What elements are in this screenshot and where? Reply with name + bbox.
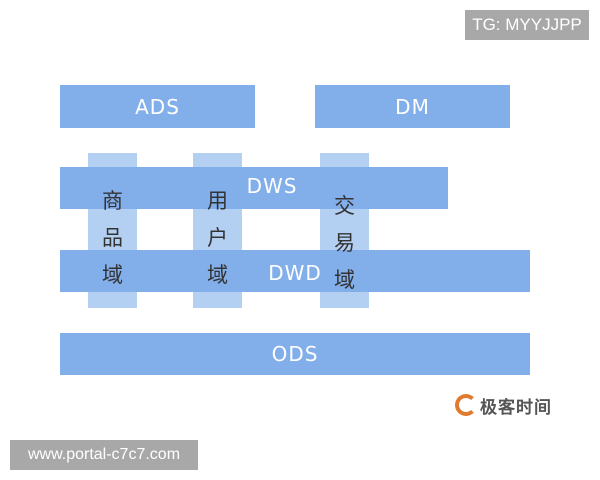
domain-char: 商 — [102, 189, 123, 213]
domain-char: 域 — [207, 263, 228, 287]
layer-dm: DM — [315, 85, 510, 128]
domain-label-product: 商 品 域 — [88, 153, 137, 308]
domain-char: 品 — [102, 226, 123, 250]
domain-char: 易 — [334, 231, 355, 255]
layer-dwd-label: DWD — [268, 261, 322, 285]
layer-dws-label: DWS — [246, 174, 298, 198]
domain-char: 域 — [334, 268, 355, 292]
domain-label-trade: 交 易 域 — [320, 153, 369, 308]
layer-dws: DWS — [60, 167, 448, 209]
watermark-top: TG: MYYJJPP — [465, 10, 589, 40]
domain-char: 域 — [102, 263, 123, 287]
layer-ads: ADS — [60, 85, 255, 128]
geektime-logo: 极客时间 — [455, 390, 552, 420]
domain-char: 户 — [207, 226, 228, 250]
layer-dm-label: DM — [395, 94, 430, 119]
logo-text: 极客时间 — [480, 397, 552, 418]
domain-char: 交 — [334, 194, 355, 218]
domain-label-user: 用 户 域 — [193, 153, 242, 308]
layer-dwd: DWD — [60, 250, 530, 292]
layer-ods-label: ODS — [271, 342, 319, 366]
layer-ads-label: ADS — [135, 94, 180, 119]
domain-char: 用 — [207, 189, 228, 213]
geektime-logo-icon — [455, 394, 477, 416]
watermark-bottom: www.portal-c7c7.com — [10, 440, 198, 470]
layer-ods: ODS — [60, 333, 530, 375]
